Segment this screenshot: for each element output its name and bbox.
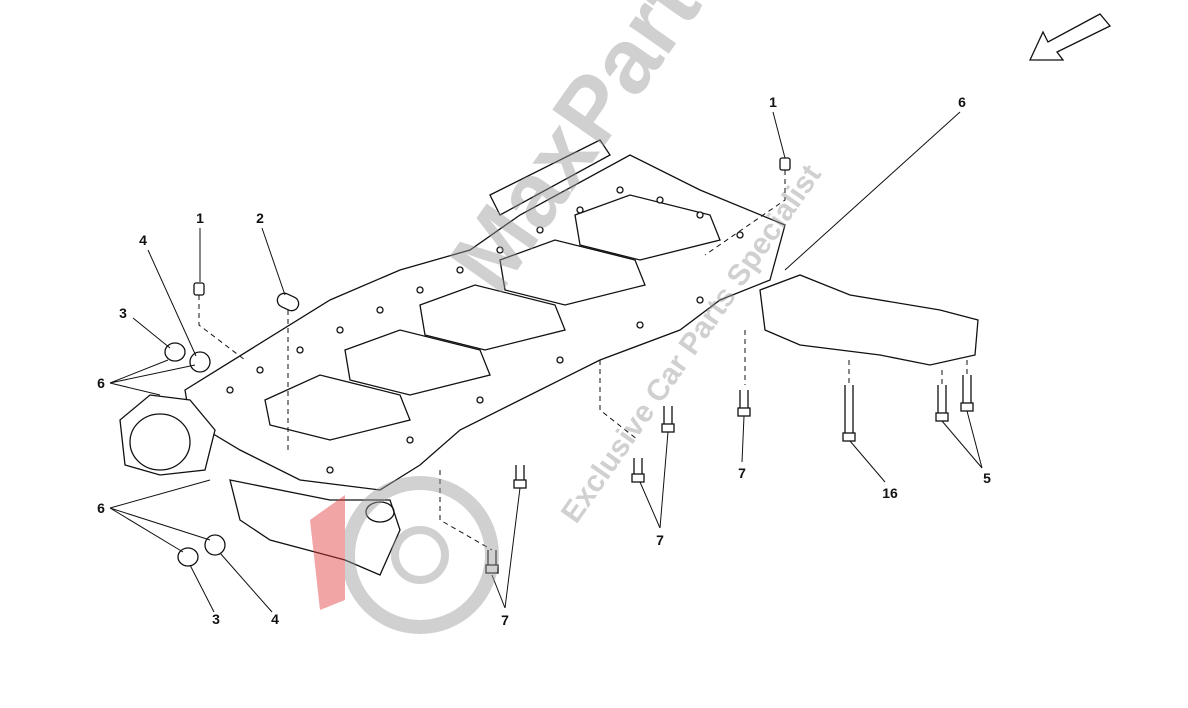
callout-7: 7 — [738, 465, 746, 481]
watermark-logo-icon — [310, 476, 499, 634]
callout-1: 1 — [196, 210, 204, 226]
washer-4-bottom — [204, 534, 226, 556]
callout-2: 2 — [256, 210, 264, 226]
front-bracket — [229, 479, 401, 576]
washer-4-top — [189, 351, 211, 373]
leader-lines — [109, 111, 983, 613]
plug-3-top — [164, 342, 186, 362]
bearing-saddles — [264, 194, 721, 441]
callout-4: 4 — [139, 232, 147, 248]
callout-3: 3 — [212, 611, 220, 627]
callout-6: 6 — [97, 500, 105, 516]
plate-holes — [226, 186, 744, 474]
dowel-1-right — [779, 157, 791, 171]
bolts-7 — [485, 390, 751, 574]
callout-7: 7 — [656, 532, 664, 548]
callout-6: 6 — [97, 375, 105, 391]
bolt-16 — [842, 385, 856, 442]
callout-3: 3 — [119, 305, 127, 321]
top-rail — [489, 139, 611, 216]
callout-1: 1 — [769, 94, 777, 110]
callout-4: 4 — [271, 611, 279, 627]
callout-16: 16 — [882, 485, 898, 501]
plug-3-bottom — [177, 547, 199, 567]
callout-6: 6 — [958, 94, 966, 110]
sump-plate — [184, 154, 786, 491]
callout-5: 5 — [983, 470, 991, 486]
direction-arrow-icon — [1028, 13, 1112, 61]
right-bracket — [759, 274, 979, 366]
assembly-guides — [198, 170, 968, 551]
dowel-1-left — [193, 282, 205, 296]
left-port — [129, 413, 191, 471]
left-housing — [119, 394, 216, 476]
o-ring-2 — [276, 292, 300, 312]
callout-7: 7 — [501, 612, 509, 628]
